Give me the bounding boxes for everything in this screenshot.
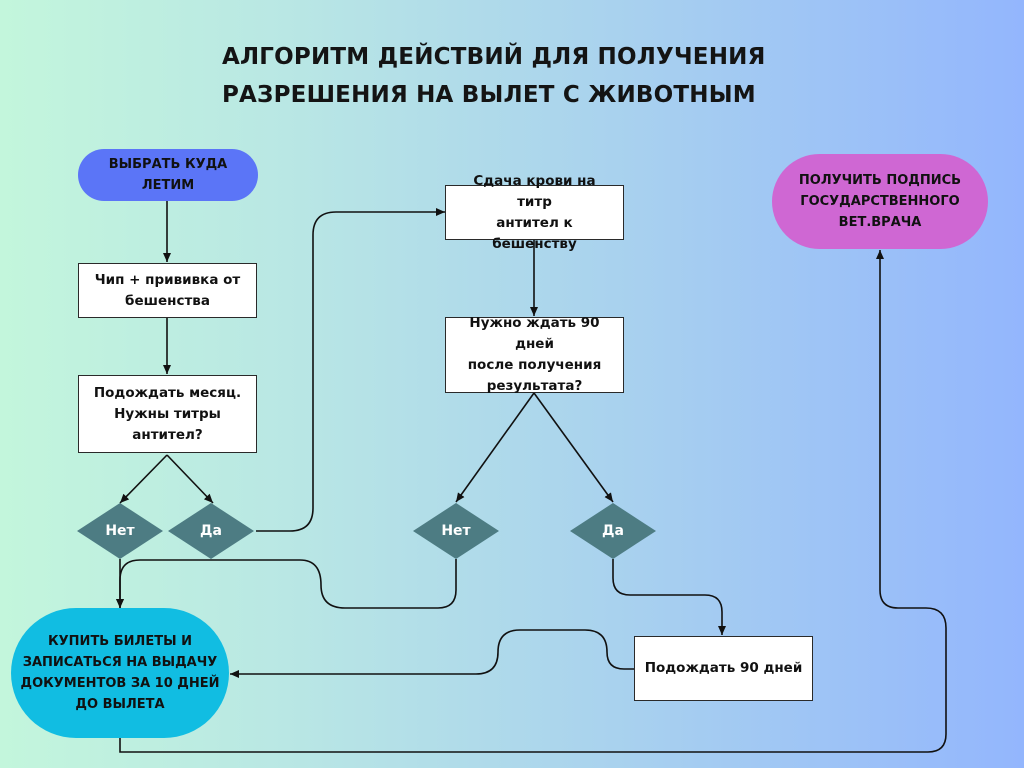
arrow-second-no-to-tickets xyxy=(116,559,457,609)
chip-line-1: Чип + прививка от xyxy=(94,271,241,288)
decision-wait-yes-label: Да xyxy=(602,523,624,539)
tickets-line-3: ДОКУМЕНТОВ ЗА 10 ДНЕЙ xyxy=(20,676,220,691)
page-title: АЛГОРИТМ ДЕЙСТВИЙ ДЛЯ ПОЛУЧЕНИЯ РАЗРЕШЕН… xyxy=(222,38,862,114)
start-node-line-2: ЛЕТИМ xyxy=(141,178,195,193)
diamond-shape xyxy=(570,503,656,559)
signature-line-3: ВЕТ.ВРАЧА xyxy=(838,215,922,230)
diamond-shape xyxy=(413,503,499,559)
end-node-get-signature: ПОЛУЧИТЬ ПОДПИСЬ ГОСУДАРСТВЕННОГО ВЕТ.ВР… xyxy=(772,154,988,249)
wait-month-line-2: Нужны титры xyxy=(114,405,221,422)
diamond-shape xyxy=(168,503,254,559)
diamond-shape xyxy=(77,503,163,559)
wait-month-line-1: Подождать месяц. xyxy=(93,384,242,401)
title-line-1: АЛГОРИТМ ДЕЙСТВИЙ ДЛЯ ПОЛУЧЕНИЯ xyxy=(222,44,766,70)
decision-wait-no: Нет xyxy=(413,503,499,559)
decision-titers-yes-label: Да xyxy=(200,523,222,539)
title-line-2: РАЗРЕШЕНИЯ НА ВЫЛЕТ С ЖИВОТНЫМ xyxy=(222,82,756,108)
chip-line-2: бешенства xyxy=(125,292,210,309)
signature-line-2: ГОСУДАРСТВЕННОГО xyxy=(800,194,960,209)
arrow-wait-90-to-tickets xyxy=(230,629,634,678)
question-line-1: Нужно ждать 90 дней xyxy=(469,315,600,352)
decision-wait-yes: Да xyxy=(570,503,656,559)
tickets-line-2: ЗАПИСАТЬСЯ НА ВЫДАЧУ xyxy=(22,655,218,670)
start-node-line-1: ВЫБРАТЬ КУДА xyxy=(108,157,228,172)
arrow-yes-to-blood-test xyxy=(256,208,445,532)
step-blood-test: Сдача крови на титр антител к бешенству xyxy=(445,173,624,252)
arrow-wait-month-to-no xyxy=(119,454,168,504)
arrow-wait-month-to-yes xyxy=(166,454,214,504)
decision-wait-no-label: Нет xyxy=(441,523,471,539)
wait-month-line-3: антител? xyxy=(132,426,203,443)
step-wait-month: Подождать месяц. Нужны титры антител? xyxy=(78,375,257,453)
arrow-tickets-to-signature xyxy=(119,250,947,753)
tickets-line-1: КУПИТЬ БИЛЕТЫ И xyxy=(48,634,192,649)
step-chip-vaccine: Чип + прививка от бешенства xyxy=(78,263,257,318)
arrow-question-to-no xyxy=(455,392,535,503)
decision-titers-yes: Да xyxy=(168,503,254,559)
tickets-line-4: ДО ВЫЛЕТА xyxy=(75,697,165,712)
arrow-question-to-yes xyxy=(533,392,614,503)
decision-titers-no-label: Нет xyxy=(105,523,135,539)
signature-line-1: ПОЛУЧИТЬ ПОДПИСЬ xyxy=(798,173,962,188)
question-line-3: результата? xyxy=(486,378,583,394)
blood-test-line-2: антител к бешенству xyxy=(492,214,577,252)
wait-90-label: Подождать 90 дней xyxy=(644,660,803,676)
question-line-2: после получения xyxy=(467,357,602,373)
start-node-choose-destination: ВЫБРАТЬ КУДА ЛЕТИМ xyxy=(78,149,258,201)
step-buy-tickets: КУПИТЬ БИЛЕТЫ И ЗАПИСАТЬСЯ НА ВЫДАЧУ ДОК… xyxy=(11,608,229,738)
arrow-yes-to-wait-90 xyxy=(612,559,726,635)
blood-test-line-1: Сдача крови на титр xyxy=(473,172,596,210)
step-wait-90-question: Нужно ждать 90 дней после получения резу… xyxy=(445,315,624,394)
step-wait-90-days: Подождать 90 дней xyxy=(634,636,813,701)
decision-titers-no: Нет xyxy=(77,503,163,559)
